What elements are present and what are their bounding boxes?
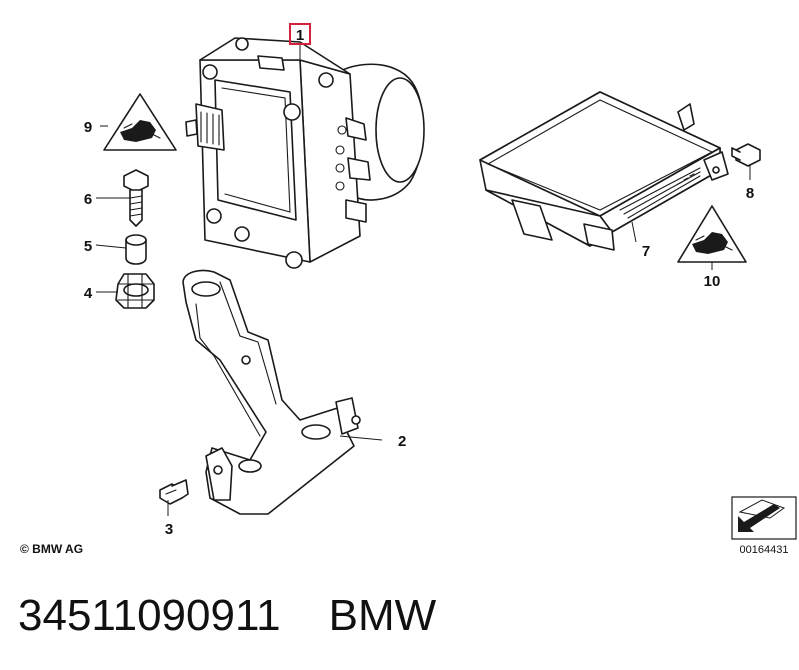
callout-4[interactable]: 4: [84, 285, 93, 302]
rubber-mount-4[interactable]: [115, 273, 155, 309]
copyright-text: © BMW AG: [20, 542, 83, 556]
diagram-reference-number: 00164431: [740, 544, 789, 556]
callout-5[interactable]: 5: [84, 238, 92, 255]
esd-warning-label-10[interactable]: [677, 205, 747, 263]
bolt-8[interactable]: [731, 143, 761, 167]
esd-warning-label-9[interactable]: [103, 93, 177, 151]
callout-2[interactable]: 2: [398, 433, 406, 450]
callout-9[interactable]: 9: [84, 119, 92, 136]
callout-8[interactable]: 8: [746, 185, 754, 202]
callout-6[interactable]: 6: [84, 191, 92, 208]
callout-1-highlight-box: [289, 23, 311, 45]
bolt-3[interactable]: [159, 479, 189, 505]
leader-lines: [95, 44, 751, 516]
sleeve-5[interactable]: [125, 234, 147, 265]
brand-name: BMW: [328, 591, 437, 640]
control-unit-7[interactable]: [479, 91, 729, 251]
callout-10[interactable]: 10: [704, 273, 721, 290]
mounting-bracket[interactable]: [182, 269, 361, 515]
callout-7[interactable]: 7: [642, 243, 650, 260]
callout-1[interactable]: 1: [296, 27, 304, 44]
bolt-6[interactable]: [123, 169, 149, 227]
diagram-reference-icon: [731, 496, 797, 540]
part-number-caption: 34511090911 BMW: [18, 586, 778, 646]
part-number: 34511090911: [18, 591, 281, 640]
callout-3[interactable]: 3: [165, 521, 173, 538]
abs-hydraulic-unit[interactable]: [185, 37, 425, 269]
